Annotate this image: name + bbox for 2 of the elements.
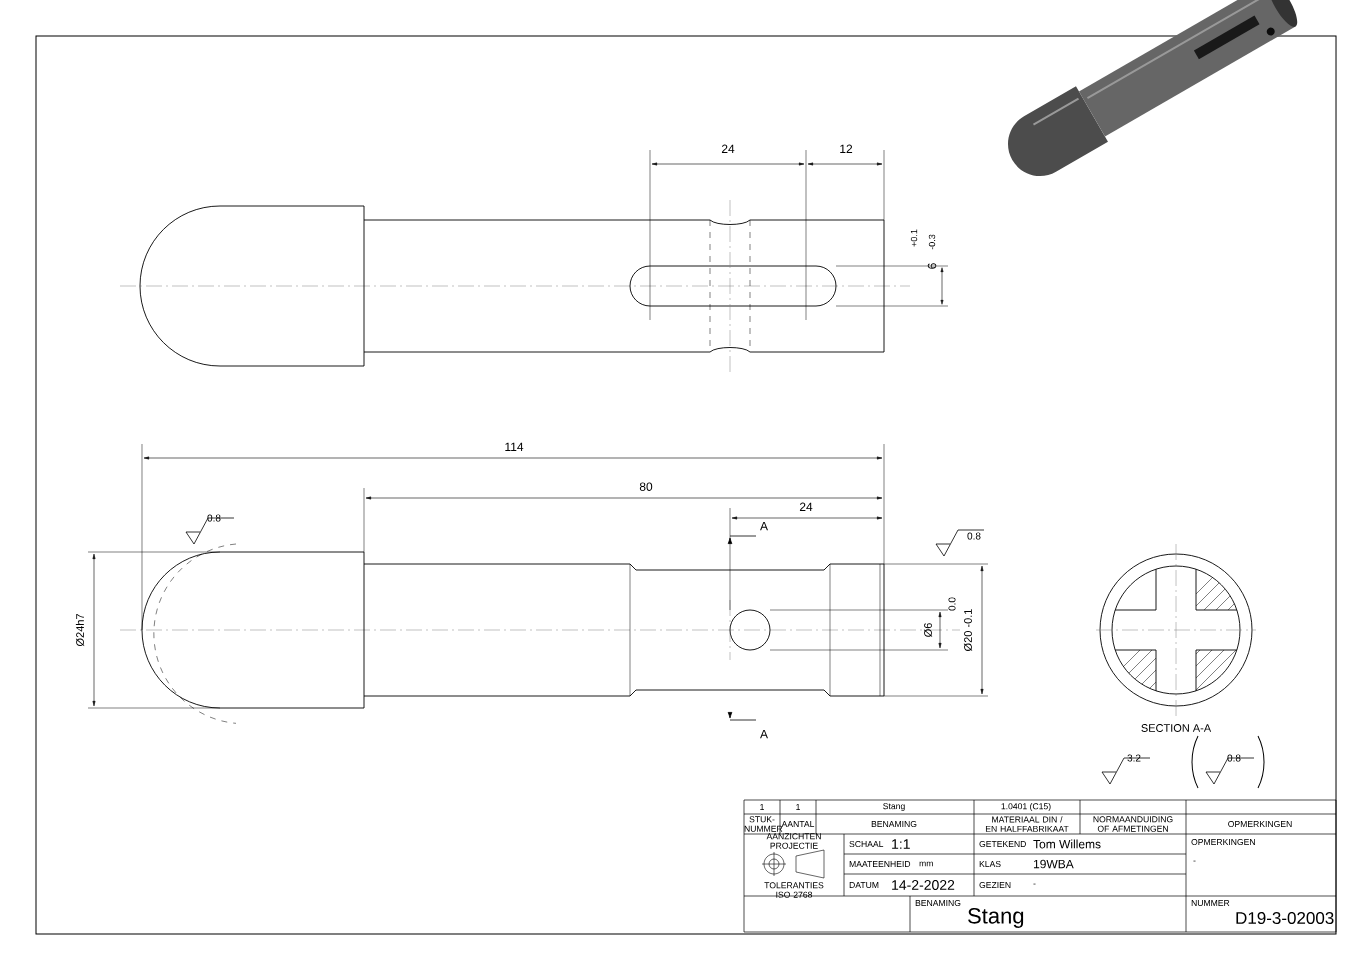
drawing-number: D19-3-02003 [1236,912,1334,924]
part-name: Stang [968,908,1024,928]
